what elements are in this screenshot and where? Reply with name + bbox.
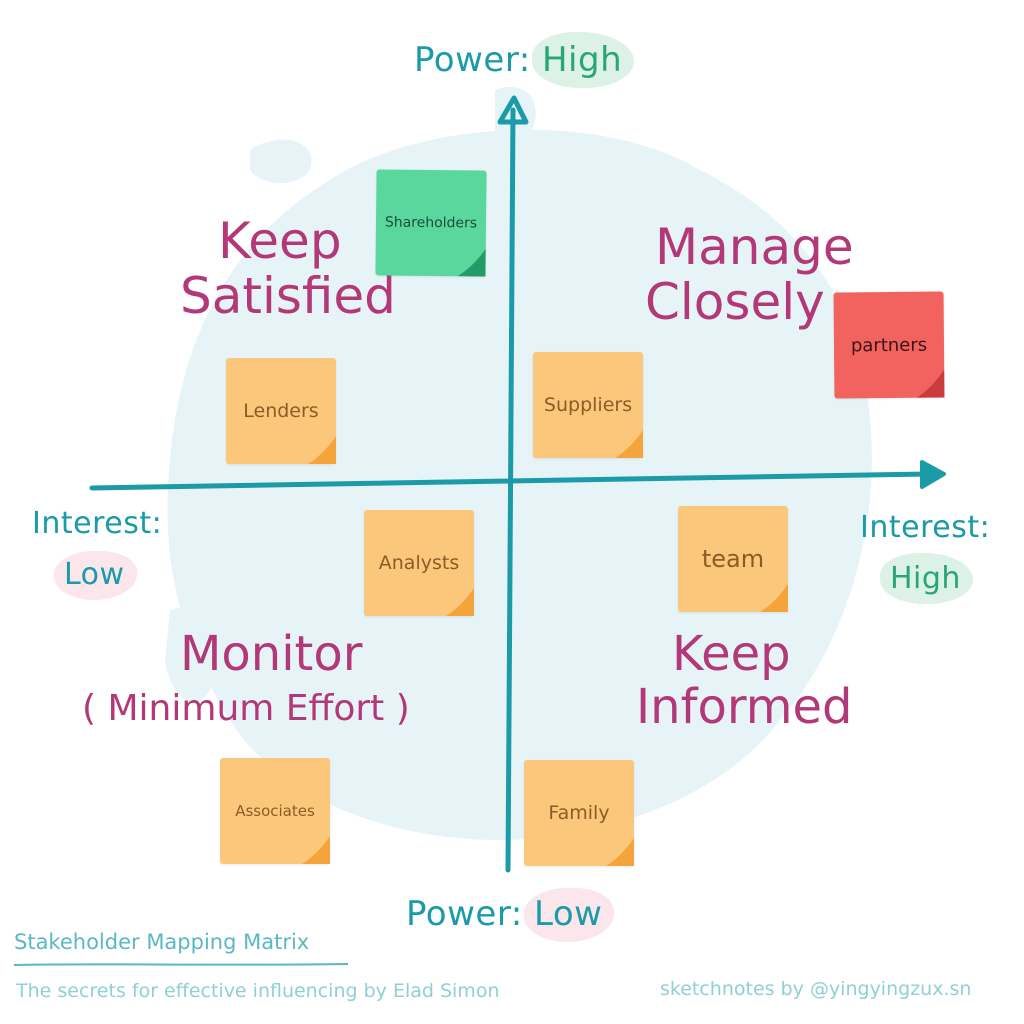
interest-axis-arrowhead [920,460,946,489]
power-high-value: High [531,32,635,88]
quadrant-manage-closely: Manage Closely [645,220,854,330]
quadrant-title-line: Keep [218,212,342,270]
power-axis-line [505,107,516,873]
interest-low-label: Interest: Low [32,506,163,600]
interest-low-value: Low [54,551,137,600]
interest-high-value: High [880,553,973,604]
quadrant-title-line: Keep [672,626,791,682]
note-fold-icon [457,248,486,277]
note-fold-icon [760,584,788,612]
power-low-value: Low [523,888,615,942]
sticky-note-partners: partners [833,291,945,399]
footer-credit: sketchnotes by @yingyingzux.sn [660,978,972,1000]
sticky-note-lenders: Lenders [226,358,336,464]
quadrant-title-line: Closely [645,273,825,331]
quadrant-title-line: Informed [636,678,853,735]
note-fold-icon [308,436,336,464]
note-fold-icon [615,430,643,458]
sticky-note-label: Lenders [243,400,319,422]
note-fold-icon [606,838,634,866]
quadrant-title-line: Satisfied [180,267,396,325]
sticky-note-label: team [701,545,765,573]
sticky-note-family: Family [524,760,634,866]
interest-axis-line [89,471,933,491]
power-high-prefix: Power: [414,40,531,80]
quadrant-keep-informed: Keep Informed [636,628,853,734]
power-high-label: Power: High [414,32,635,88]
interest-high-label: Interest: High [860,510,991,604]
sticky-note-team: team [678,506,788,612]
note-fold-icon [446,588,474,616]
footer-title: Stakeholder Mapping Matrix [14,930,309,954]
footer-title-text: Stakeholder Mapping Matrix [14,930,310,954]
note-fold-icon [302,836,330,864]
power-axis-arrowhead [497,95,529,125]
power-low-label: Power: Low [406,888,615,942]
quadrant-title-line: Monitor [180,626,363,682]
interest-low-prefix: Interest: [32,506,163,541]
sticky-note-analysts: Analysts [364,510,474,616]
sticky-note-label: Suppliers [543,394,633,416]
interest-high-prefix: Interest: [860,510,991,545]
sticky-note-suppliers: Suppliers [533,352,643,458]
power-low-prefix: Power: [406,894,523,934]
sticky-note-label: Family [548,802,610,824]
footer-subtitle: The secrets for effective influencing by… [16,980,500,1002]
sticky-note-shareholders: Shareholders [375,169,487,277]
quadrant-title-line: ( Minimum Effort ) [82,687,410,729]
sticky-note-associates: Associates [220,758,330,864]
footer-title-underline [13,963,349,966]
sticky-note-label: Analysts [378,552,460,574]
note-fold-icon [916,369,945,398]
quadrant-keep-satisfied: Keep Satisfied [180,214,396,324]
quadrant-monitor: Monitor ( Minimum Effort ) [82,628,410,728]
sticky-note-label: Associates [235,802,315,820]
quadrant-title-line: Manage [655,218,854,276]
